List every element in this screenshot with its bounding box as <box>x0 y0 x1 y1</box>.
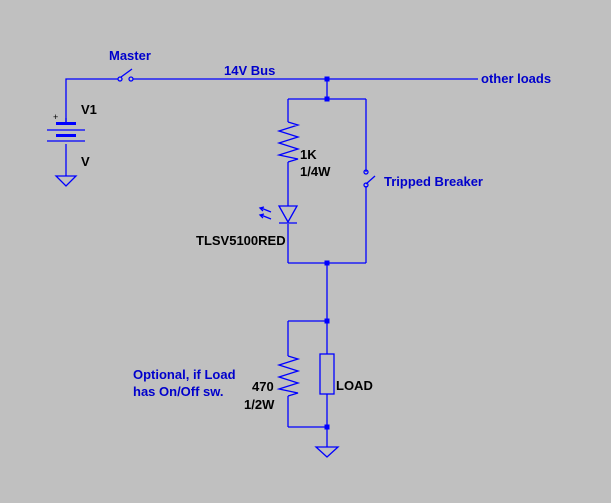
label-note-line1: Optional, if Load <box>133 367 236 382</box>
master-switch-contact-left <box>117 76 123 82</box>
label-load: LOAD <box>336 378 373 393</box>
label-note-line2: has On/Off sw. <box>133 384 224 399</box>
load-icon <box>319 353 335 395</box>
label-led-part: TLSV5100RED <box>196 233 286 248</box>
junction-lower-bottom <box>324 424 330 430</box>
led-arrow-2-head <box>258 213 265 219</box>
label-resistor2-power: 1/2W <box>244 397 275 412</box>
battery-plus-sign: + <box>53 112 58 122</box>
resistor-1k-icon <box>276 121 301 163</box>
label-resistor1-value: 1K <box>300 147 317 162</box>
led-icon <box>258 205 299 224</box>
junction-bus <box>324 76 330 82</box>
wire-battery-to-master <box>65 78 118 122</box>
battery-plate-1 <box>56 122 76 125</box>
breaker-contact-bottom <box>363 182 369 188</box>
wires <box>65 78 478 447</box>
led-triangle <box>277 205 299 224</box>
breaker-blade <box>365 175 376 185</box>
junctions <box>324 76 330 430</box>
label-battery-value: V <box>81 154 90 169</box>
junction-branch-bottom <box>324 260 330 266</box>
ground-2-icon <box>314 446 340 458</box>
breaker-contact-top <box>363 169 369 175</box>
label-14v-bus: 14V Bus <box>224 63 275 78</box>
breaker-switch <box>363 169 376 188</box>
label-tripped-breaker: Tripped Breaker <box>384 174 483 189</box>
resistor-470-icon <box>276 355 301 397</box>
label-resistor1-power: 1/4W <box>300 164 331 179</box>
label-other-loads: other loads <box>481 71 551 86</box>
battery-plate-3 <box>56 134 76 137</box>
label-battery-name: V1 <box>81 102 97 117</box>
led-arrow-1 <box>260 207 272 213</box>
junction-lower-top <box>324 318 330 324</box>
master-switch <box>117 68 134 82</box>
junction-branch-top <box>324 96 330 102</box>
label-master: Master <box>109 48 151 63</box>
battery-v1: + <box>47 112 85 142</box>
master-switch-contact-right <box>128 76 134 82</box>
ground-1-icon <box>54 175 78 187</box>
master-switch-blade <box>120 68 133 78</box>
label-resistor2-value: 470 <box>252 379 274 394</box>
led-arrow-1-head <box>258 206 265 212</box>
led-arrow-2 <box>260 214 272 220</box>
